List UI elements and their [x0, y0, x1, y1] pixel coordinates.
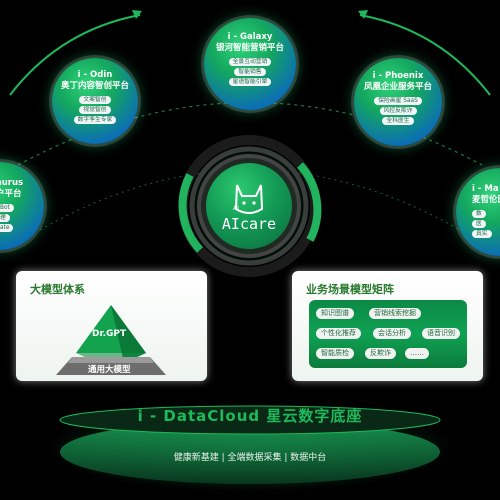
scenario-tag[interactable]: 知识图谱	[316, 308, 354, 319]
node-subtitle: 银河智能营销平台	[215, 43, 284, 53]
node-feature: 保险画星 SaaS	[374, 97, 422, 105]
node-feature: 数	[472, 210, 486, 218]
node-feature: 智能销售	[234, 68, 266, 76]
node-feature: 风控反欺诈	[379, 107, 417, 115]
scenario-tag[interactable]: 语音识别	[422, 328, 460, 339]
cat-logo-icon: AI	[233, 184, 264, 214]
node-taurus[interactable]: aurus 户平台 Bot 理 ate	[0, 162, 44, 250]
node-ma[interactable]: i - Ma 麦哲伦医 数 医 真实	[456, 168, 500, 256]
base-subtitle: 健康新基建 | 全端数据采集 | 数据中台	[173, 453, 327, 463]
node-subtitle: 奥丁内容智创平台	[60, 81, 129, 91]
node-feature: 全科医生	[382, 117, 414, 125]
node-title: i - Phoenix	[372, 71, 424, 81]
scenario-tag[interactable]: 个性化推荐	[316, 328, 361, 339]
node-title: i - Ma	[472, 184, 499, 194]
scenario-tag[interactable]: 营销线索挖掘	[369, 308, 421, 319]
panel-title: 大模型体系	[30, 283, 85, 296]
pyramid-diagram	[56, 305, 166, 375]
node-phoenix[interactable]: i - Phoenix 凤凰企业服务平台 保险画星 SaaS 风控反欺诈 全科医…	[354, 58, 442, 146]
model-base-label: 通用大模型	[88, 365, 131, 375]
base-title: i - DataCloud 星云数字底座	[137, 407, 363, 425]
scenario-tag[interactable]: 智能质检	[316, 348, 354, 359]
scenario-model-panel: 业务场景模型矩阵 知识图谱 营销线索挖掘 个性化推荐 会话分析 语音识别 智能质…	[292, 271, 483, 381]
node-title: i - Galaxy	[227, 32, 273, 42]
node-feature: 全景互动营销	[228, 58, 272, 66]
node-feature: 数字孪生专家	[73, 116, 117, 124]
node-subtitle: 麦哲伦医	[472, 195, 500, 205]
node-subtitle: 凤凰企业服务平台	[363, 82, 432, 92]
aicare-core[interactable]: AI AIcare	[206, 163, 292, 249]
scenario-tag-box: 知识图谱 营销线索挖掘 个性化推荐 会话分析 语音识别 智能质检 反欺诈 ……	[309, 300, 467, 368]
node-feature: 医	[472, 220, 486, 228]
scenario-tag[interactable]: ……	[405, 348, 429, 359]
scenario-tag[interactable]: 会话分析	[373, 328, 411, 339]
node-odin[interactable]: i - Odin 奥丁内容智创平台 文案智创 视觉智创 数字孪生专家	[52, 58, 138, 144]
model-system-panel: 大模型体系 Dr.GPT 通用大模型	[16, 271, 207, 381]
brand-name: AIcare	[221, 215, 277, 233]
panel-title: 业务场景模型矩阵	[306, 283, 394, 296]
node-feature: 文案智创	[79, 96, 111, 104]
node-feature: 理	[0, 214, 10, 222]
svg-text:AI: AI	[233, 205, 239, 212]
node-feature: 视觉智创	[79, 106, 111, 114]
node-subtitle: 户平台	[0, 189, 22, 199]
scenario-tag[interactable]: 反欺诈	[365, 348, 396, 359]
model-top-label: Dr.GPT	[92, 329, 127, 339]
node-title: aurus	[0, 178, 24, 188]
node-galaxy[interactable]: i - Galaxy 银河智能营销平台 全景互动营销 智能销售 星语智能引擎	[204, 18, 296, 110]
node-feature: 星语智能引擎	[228, 78, 272, 86]
node-feature: ate	[0, 224, 14, 232]
node-feature: Bot	[0, 204, 14, 212]
node-title: i - Odin	[77, 70, 113, 80]
node-feature: 真实	[472, 230, 492, 238]
